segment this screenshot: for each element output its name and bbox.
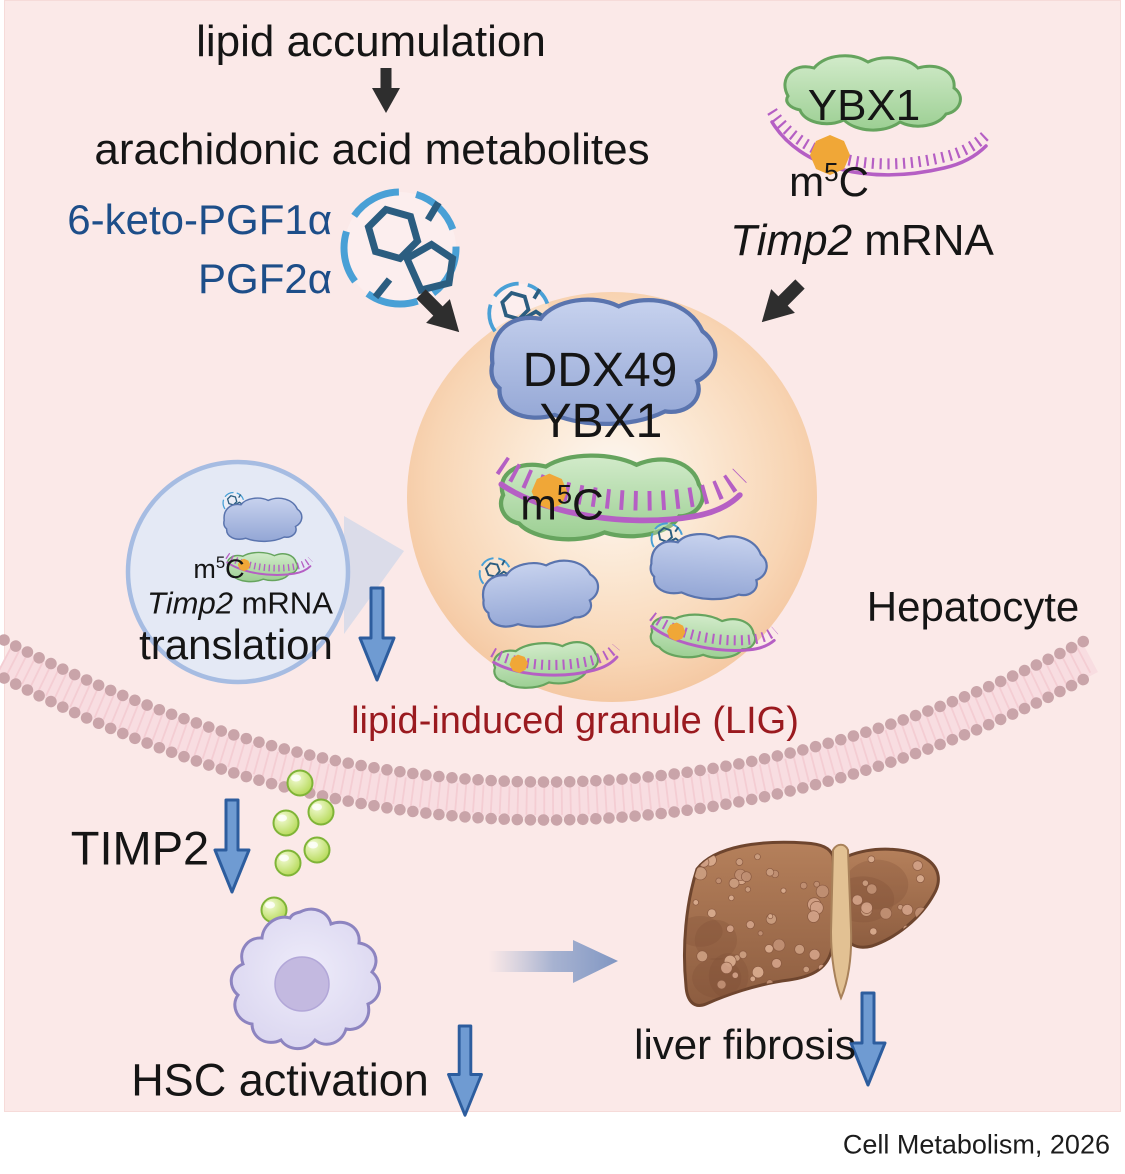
timp2-mrna-inset-label: Timp2 mRNA [147,585,333,621]
hsc-cell [229,907,381,1051]
fibrotic-liver [682,840,940,1007]
inset-callout-wedge [344,516,404,634]
ybx1-top-label: YBX1 [807,81,921,130]
arrow-hsc-to-liver [489,940,618,983]
ddx49-label: DDX49 [522,344,678,397]
arrow-liver-fibrosis-down [849,991,887,1087]
arrow-hsc-activation-down [447,1024,483,1117]
arachidonic-metabolite-icon [344,192,456,304]
ybx1-timp2-assembly [767,54,990,177]
metabolite-pgf2a-label: PGF2α [198,255,332,302]
timp2-label: TIMP2 [70,821,210,875]
membrane-inner-leaflet [0,670,1096,826]
arrow-timp2mrna-to-granule [750,272,812,334]
aa-metabolites-label: arachidonic acid metabolites [94,125,650,174]
hepatocyte-label: Hepatocyte [866,583,1080,630]
plasma-membrane [0,632,1098,826]
translation-label: translation [139,621,333,668]
timp2-mrna-top-label: Timp2 mRNA [730,216,994,265]
hsc-activation-label: HSC activation [131,1054,429,1106]
journal-credit: Cell Metabolism, 2026 [842,1129,1110,1160]
arrow-lipid-to-metabolites [372,68,400,113]
m5c-mark [810,135,850,175]
m5c-inset-label: m5C [193,553,245,584]
m5c-top-label: m5C [789,157,869,205]
metabolite-6keto-label: 6-keto-PGF1α [67,196,332,243]
membrane-outer-leaflet [0,632,1096,788]
m5c-granule-label: m5C [520,478,604,530]
liver-fibrosis-label: liver fibrosis [634,1021,856,1068]
lipid-accumulation-label: lipid accumulation [196,17,546,66]
lig-caption: lipid-induced granule (LIG) [351,700,799,742]
mrna-strand [770,120,988,177]
liver-ligament [829,843,853,1001]
arrow-timp2-down [213,798,251,894]
ybx1-granule-label: YBX1 [539,395,663,448]
hsc-nucleus [274,956,330,1012]
ybx1-protein-blob [783,54,962,132]
